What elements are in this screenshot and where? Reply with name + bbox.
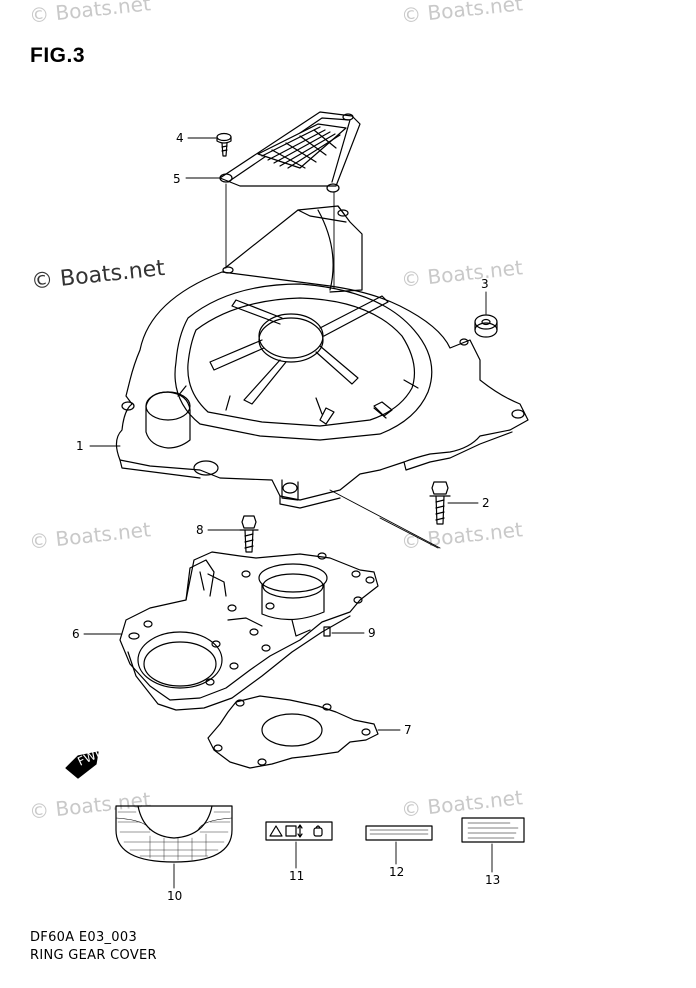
figure-title: FIG.3 — [30, 44, 86, 67]
callout-13: 13 — [485, 873, 500, 887]
part-1-ring-gear-cover — [115, 205, 529, 509]
part-7-gasket — [207, 695, 379, 769]
part-6-bracket — [119, 551, 379, 711]
callout-9: 9 — [368, 626, 376, 640]
callout-8: 8 — [196, 523, 204, 537]
callout-7: 7 — [404, 723, 412, 737]
callout-numbers: 4 5 3 1 2 8 6 9 7 10 11 12 13 — [72, 131, 500, 903]
figure-name: RING GEAR COVER — [30, 948, 157, 963]
callout-4: 4 — [176, 131, 184, 145]
part-4-screw — [216, 132, 232, 157]
callout-lines — [83, 137, 493, 889]
callout-1: 1 — [76, 439, 84, 453]
callout-2: 2 — [482, 496, 490, 510]
callout-3: 3 — [481, 277, 489, 291]
part-9-pin — [323, 626, 331, 637]
part-2-bolt — [429, 481, 451, 525]
callout-10: 10 — [167, 889, 182, 903]
part-13-label — [461, 817, 525, 843]
part-10-label — [115, 805, 233, 863]
part-3-grommet — [474, 314, 498, 338]
callout-5: 5 — [173, 172, 181, 186]
leader-lines — [225, 183, 441, 549]
figure-code: DF60A E03_003 — [30, 930, 138, 945]
part-5-plate — [219, 111, 361, 193]
callout-11: 11 — [289, 869, 304, 883]
callout-12: 12 — [389, 865, 404, 879]
part-8-bolt — [239, 515, 259, 553]
callout-6: 6 — [72, 627, 80, 641]
part-11-decal — [265, 821, 333, 841]
fwd-arrow-icon: FWD — [65, 744, 107, 779]
part-12-label — [365, 825, 433, 841]
